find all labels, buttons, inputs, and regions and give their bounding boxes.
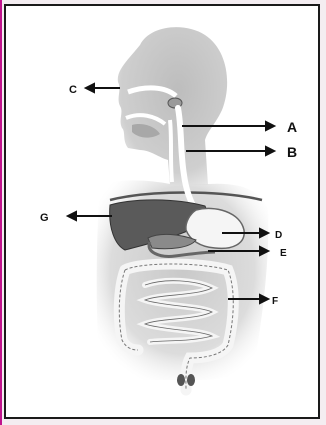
label-a: A <box>287 119 297 135</box>
label-c: C <box>69 84 77 96</box>
rectum-right <box>187 374 195 386</box>
label-d: D <box>275 230 282 241</box>
trachea <box>170 120 172 182</box>
rectum-left <box>177 374 185 386</box>
label-g: G <box>40 212 49 224</box>
label-f: F <box>272 296 278 307</box>
arrow-f-head <box>260 295 268 303</box>
arrow-g-head <box>68 212 76 220</box>
arrow-c-head <box>86 84 94 92</box>
arrow-b-head <box>266 147 274 155</box>
label-e: E <box>280 248 287 259</box>
arrow-a-head <box>266 122 274 130</box>
label-b: B <box>287 144 297 160</box>
